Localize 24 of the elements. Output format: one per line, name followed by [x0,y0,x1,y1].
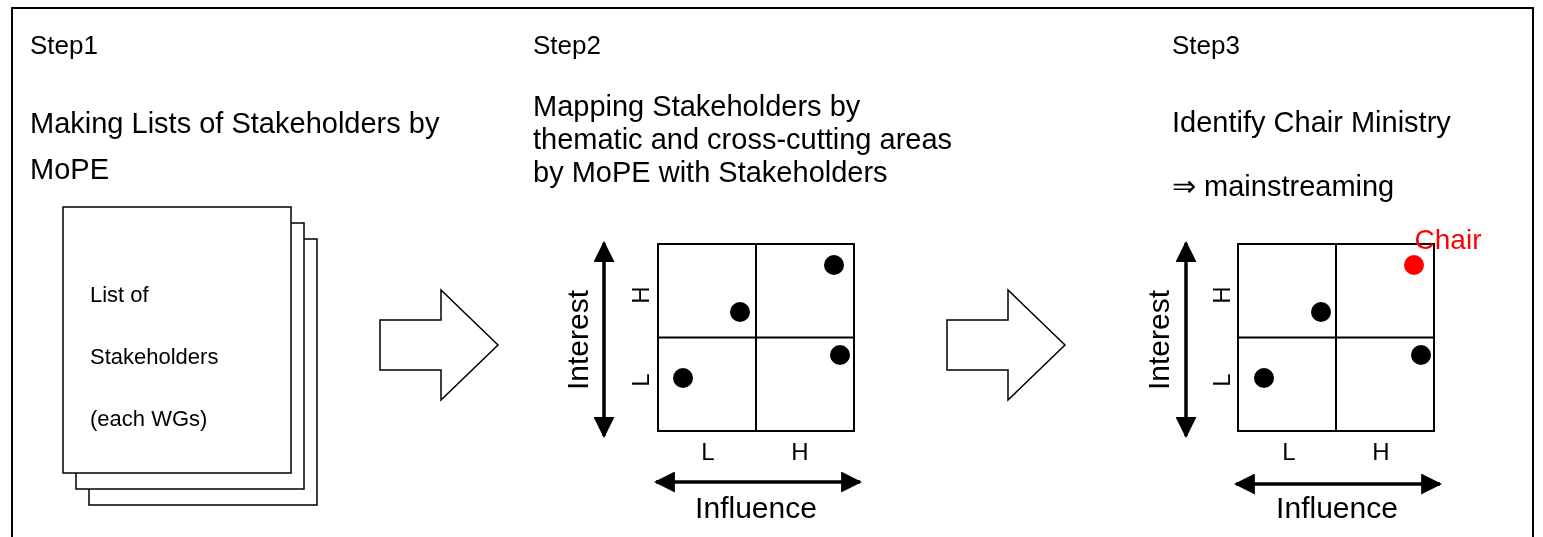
step-description: Mapping Stakeholders by thematic and cross-cutting areas by MoPE with Stakeholders [533,90,954,189]
axis-tick: L [1282,440,1296,464]
axis-tick: H [629,286,653,304]
point-label: Chair [1414,226,1482,254]
step-description: ⇒ mainstreaming [1172,171,1395,201]
document-stack [62,206,318,505]
block-arrow [379,288,500,402]
axis-tick: H [1210,286,1234,304]
step-description: Identify Chair Ministry [1172,107,1451,137]
axis-label: Interest [563,289,593,391]
axis-tick: L [1210,373,1234,387]
axis-label: Influence [695,493,817,523]
document-text: List of Stakeholders (each WGs) [90,281,220,433]
axis-label: Interest [1144,289,1174,391]
block-arrow [946,288,1067,402]
axis-tick: H [1372,440,1390,464]
step-heading: Step3 [1172,32,1240,58]
step-description: Making Lists of Stakeholders by MoPE [30,106,441,187]
axis-tick: L [629,373,653,387]
axis-tick: H [791,440,809,464]
step-heading: Step2 [533,32,601,58]
axis-label: Influence [1276,493,1398,523]
axis-tick: L [701,440,715,464]
step-heading: Step1 [30,32,98,58]
